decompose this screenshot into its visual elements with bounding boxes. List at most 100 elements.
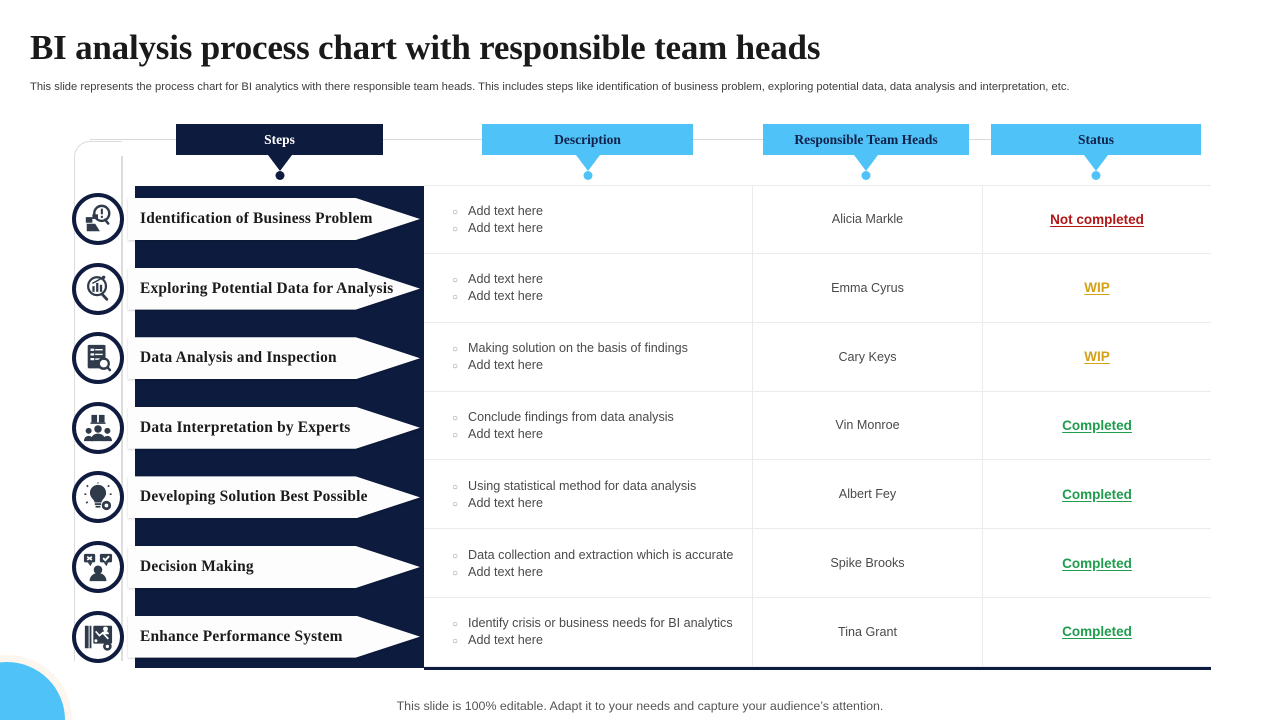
- bullet-circle-icon: ○: [452, 636, 459, 648]
- description-bullet: ○ Add text here: [452, 633, 752, 647]
- cell-status: Not completed: [982, 186, 1211, 253]
- bullet-circle-icon: ○: [452, 550, 459, 562]
- step-arrow[interactable]: Data Analysis and Inspection: [128, 337, 420, 380]
- description-text: Identify crisis or business needs for BI…: [468, 616, 733, 631]
- step-arrow[interactable]: Decision Making: [128, 546, 420, 588]
- status-badge[interactable]: WIP: [1084, 349, 1110, 365]
- step-icon-badge[interactable]: [72, 610, 124, 663]
- step-icon-badge[interactable]: [72, 401, 124, 454]
- column-header-description[interactable]: Description: [482, 124, 693, 180]
- bullet-circle-icon: ○: [452, 429, 459, 441]
- description-bullet: ○ Add text here: [452, 204, 752, 218]
- description-text: Add text here: [468, 203, 543, 218]
- step-arrow[interactable]: Developing Solution Best Possible: [128, 476, 420, 519]
- cell-responsible-head: Alicia Markle: [752, 186, 982, 253]
- step-icon-badge[interactable]: [72, 471, 124, 524]
- description-bullet: ○Add text here: [452, 272, 752, 286]
- description-text: Add text here: [468, 564, 543, 579]
- expert-book-magnifier-icon: [83, 413, 113, 443]
- page-title: BI analysis process chart with responsib…: [30, 28, 821, 67]
- column-header-status[interactable]: Status: [991, 124, 1201, 180]
- arrow-shape: [128, 267, 420, 310]
- step-icon-badge[interactable]: [72, 193, 124, 245]
- status-badge[interactable]: Completed: [1062, 555, 1132, 571]
- description-text: Add text here: [468, 220, 543, 235]
- bullet-circle-icon: ○: [452, 498, 459, 510]
- description-bullet: ○Add text here: [452, 358, 752, 372]
- bullet-circle-icon: ○: [452, 567, 459, 579]
- magnifier-bar-chart-icon: [83, 274, 113, 304]
- cell-responsible-head: Emma Cyrus: [752, 253, 982, 322]
- cell-status: Completed: [982, 529, 1211, 598]
- magnifier-alert-puzzle-icon: [83, 204, 113, 234]
- person-decision-bubbles-icon: [83, 552, 113, 582]
- table-row: ○Using statistical method for data analy…: [424, 460, 1211, 530]
- pointer-triangle-icon: [854, 155, 878, 171]
- table-row: ○ Making solution on the basis of finding…: [424, 322, 1211, 392]
- description-text: Add text here: [468, 633, 543, 648]
- header-connector-line: [380, 139, 486, 140]
- arrow-shape: [128, 476, 420, 519]
- step-label: Decision Making: [140, 558, 254, 575]
- description-text: Making solution on the basis of findings: [468, 341, 688, 356]
- pointer-dot-icon: [861, 171, 871, 180]
- arrow-shape: [128, 337, 420, 380]
- bullet-circle-icon: ○: [452, 619, 459, 631]
- column-header-description-label: Description: [554, 131, 621, 147]
- step-arrow[interactable]: Enhance Performance System: [128, 615, 420, 658]
- step-arrow[interactable]: Exploring Potential Data for Analysis: [128, 267, 420, 310]
- cell-description: ○ Making solution on the basis of finding…: [424, 323, 752, 391]
- step-arrow[interactable]: Data Interpretation by Experts: [128, 406, 420, 449]
- table-bottom-rule: [424, 667, 1211, 670]
- description-text: Data collection and extraction which is …: [468, 547, 734, 562]
- document-magnifier-icon: [83, 343, 113, 373]
- status-badge[interactable]: Completed: [1062, 417, 1132, 433]
- description-bullet: ○ Making solution on the basis of finding…: [452, 341, 752, 355]
- cell-responsible-head: Vin Monroe: [752, 391, 982, 460]
- bullet-circle-icon: ○: [452, 292, 459, 304]
- cell-description: ○Add text here○Add text here: [424, 186, 752, 253]
- status-badge[interactable]: Completed: [1062, 486, 1132, 502]
- pointer-triangle-icon: [575, 155, 600, 171]
- bullet-circle-icon: ○: [452, 344, 459, 356]
- step-arrow[interactable]: Identification of Business Problem: [128, 198, 420, 240]
- arrow-shape: [128, 546, 420, 588]
- description-text: Add text here: [468, 289, 543, 304]
- cell-status: Completed: [982, 598, 1211, 666]
- step-icon-badge[interactable]: [72, 262, 124, 315]
- description-bullet: ○ Add text here: [452, 289, 752, 303]
- column-header-responsible-team-heads[interactable]: Responsible Team Heads: [763, 124, 969, 180]
- cell-responsible-head: Albert Fey: [752, 460, 982, 529]
- bullet-circle-icon: ○: [452, 275, 459, 287]
- presentation-chart-icon: [83, 622, 113, 652]
- pointer-dot-icon: [275, 171, 284, 180]
- status-badge[interactable]: Not completed: [1050, 211, 1144, 227]
- cell-responsible-head: Cary Keys: [752, 322, 982, 391]
- cell-status: Completed: [982, 460, 1211, 529]
- step-icon-badge[interactable]: [72, 541, 124, 593]
- bullet-circle-icon: ○: [452, 206, 459, 218]
- description-bullet: ○Add text here: [452, 427, 752, 441]
- description-bullet: ○Using statistical method for data analy…: [452, 479, 752, 493]
- table-row: ○ Identify crisis or business needs for B…: [424, 598, 1211, 667]
- pointer-dot-icon: [583, 171, 592, 180]
- column-header-heads-label: Responsible Team Heads: [794, 131, 938, 147]
- process-rail-connector: [74, 141, 122, 661]
- table-row: ○Conclude findings from data analysis○Ad…: [424, 391, 1211, 461]
- process-rail-vertical: [121, 156, 123, 661]
- cell-status: Completed: [982, 391, 1211, 460]
- status-badge[interactable]: Completed: [1062, 624, 1132, 640]
- decorative-circle: [0, 655, 72, 720]
- cell-responsible-head: Tina Grant: [752, 598, 982, 666]
- bullet-circle-icon: ○: [452, 481, 459, 493]
- step-label: Data Analysis and Inspection: [140, 349, 337, 367]
- description-bullet: ○Add text here: [452, 221, 752, 235]
- header-connector-line: [966, 139, 995, 140]
- column-header-steps[interactable]: Steps: [176, 124, 383, 180]
- step-icon-badge[interactable]: [72, 332, 124, 385]
- description-text: Add text here: [468, 495, 543, 510]
- bullet-circle-icon: ○: [452, 412, 459, 424]
- status-badge[interactable]: WIP: [1084, 280, 1110, 296]
